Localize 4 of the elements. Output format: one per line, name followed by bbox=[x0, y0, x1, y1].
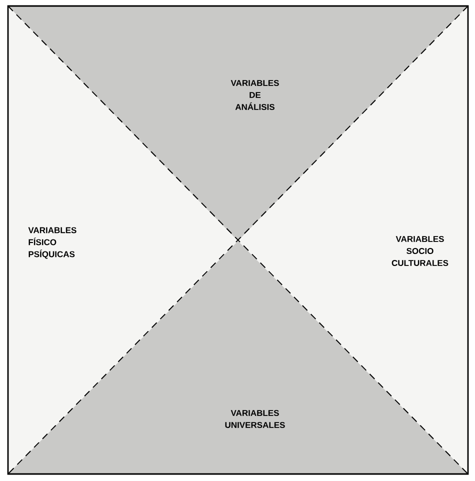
region-label: VARIABLES DE ANÁLISIS bbox=[230, 80, 279, 110]
region-label: VARIABLES SOCIO CULTURALES bbox=[392, 236, 448, 266]
region-label: VARIABLES FÍSICO PSÍQUICAS bbox=[28, 227, 76, 259]
region-label: VARIABLES UNIVERSALES bbox=[225, 410, 285, 428]
